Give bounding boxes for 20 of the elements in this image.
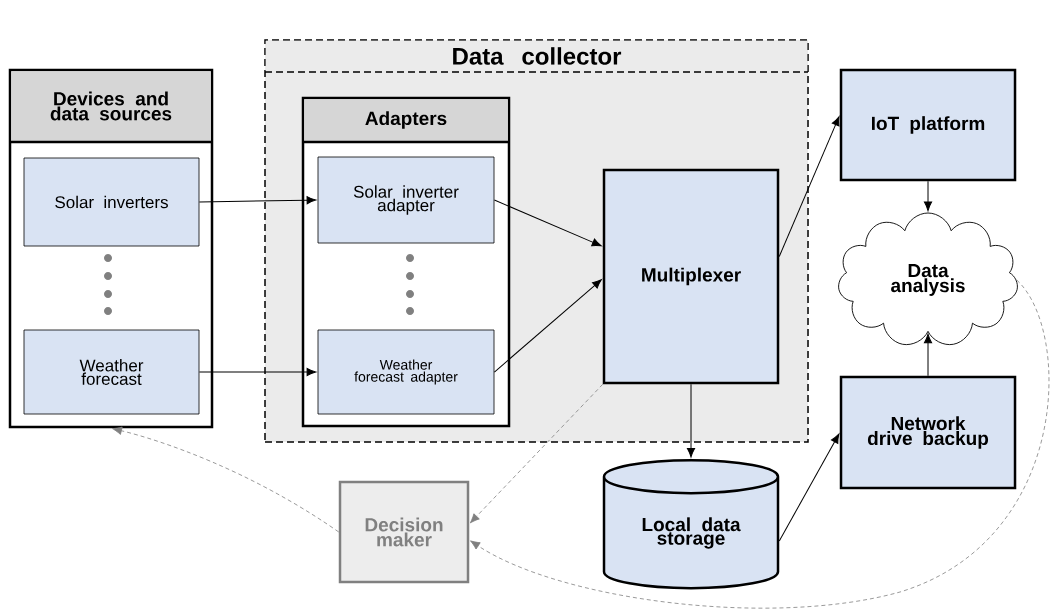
arrow [198, 367, 317, 377]
process-box: Multiplexer [602, 168, 780, 385]
arrow [493, 199, 602, 247]
arrow [112, 426, 340, 533]
source-box: Weather forecast [23, 329, 200, 415]
source-box: Solar inverters [23, 157, 200, 247]
arrow [470, 279, 1050, 609]
storage-cylinder: Local data storage [602, 458, 780, 590]
arrow [923, 333, 933, 377]
arrow [778, 433, 840, 542]
adapter-box: Solar inverter adapter [317, 156, 495, 244]
arrow [686, 383, 696, 458]
process-box: Decision maker [338, 480, 470, 584]
arrow [923, 180, 933, 212]
adapter-box: Weather forecast adapter [317, 329, 495, 415]
process-box: Network drive backup [839, 375, 1017, 490]
process-box: IoT platform [839, 68, 1017, 182]
arrow [778, 116, 840, 257]
arrow [198, 196, 317, 205]
arrow [469, 383, 604, 524]
